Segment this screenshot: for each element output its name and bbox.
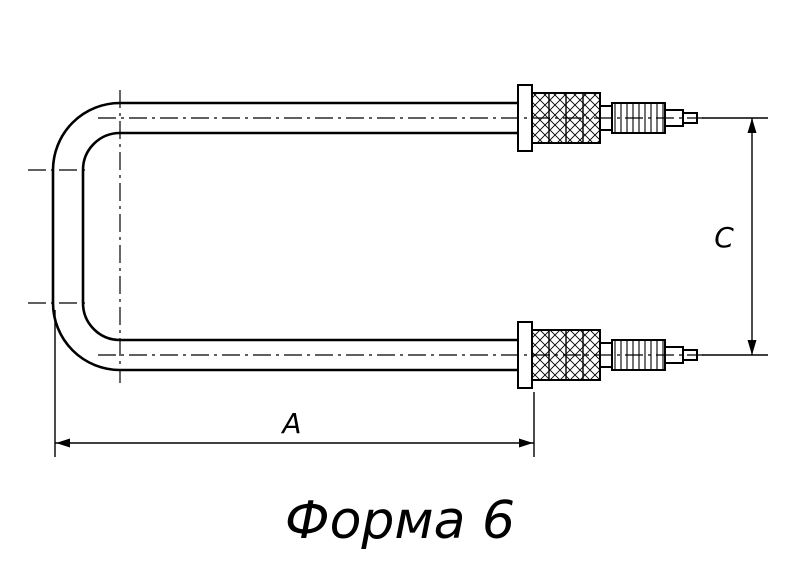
tube-inner-contour (81, 131, 518, 342)
tube-outer-contour (51, 101, 518, 372)
figure-caption: Форма 6 (285, 491, 515, 551)
threaded-stud (611, 102, 666, 134)
dimension-a: A (54, 310, 535, 457)
dim-c-label: C (714, 221, 734, 254)
threaded-stud (611, 339, 666, 371)
dim-c-arrow-down (747, 340, 757, 355)
dim-a-label: A (280, 407, 301, 440)
dimension-c: C (702, 117, 768, 356)
terminal-pin-tip (682, 112, 698, 124)
dim-a-arrow-left (56, 438, 70, 448)
dim-a-arrow-right (519, 438, 533, 448)
centerlines (28, 90, 703, 383)
u-shaped-tube (51, 101, 518, 372)
terminal-pin-tip (682, 349, 698, 361)
dim-c-arrow-up (747, 118, 757, 133)
terminal-assembly-top (517, 84, 698, 152)
terminal-assembly-bottom (517, 321, 698, 389)
